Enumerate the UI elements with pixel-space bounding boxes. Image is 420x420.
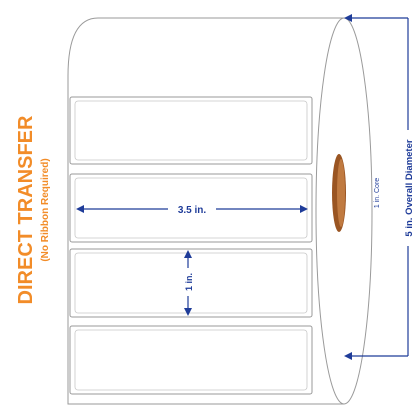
height-arrowhead-top: [184, 250, 192, 258]
core-size-text: 1 in. Core: [374, 178, 381, 208]
print-method-title: DIRECT TRANSFER: [15, 115, 37, 304]
height-arrowhead-bottom: [184, 308, 192, 316]
diameter-arrowhead-bottom: [344, 352, 352, 360]
label-rect-2: [69, 173, 313, 243]
width-arrowhead-right: [300, 205, 308, 213]
overall-diameter-text: 5 in. Overall Diameter: [404, 139, 415, 236]
label-width-text: 3.5 in.: [178, 205, 207, 216]
width-arrowhead-left: [76, 205, 84, 213]
label-rect-2-inner: [74, 177, 308, 239]
label-rect-4: [69, 325, 313, 395]
diameter-arrowhead-top: [344, 14, 352, 22]
roll-body-outline: [67, 17, 344, 405]
label-rect-3: [69, 248, 313, 318]
diameter-text-backing: [402, 130, 414, 246]
label-rect-4-inner: [74, 329, 308, 391]
core-inner: [337, 159, 345, 227]
label-rect-1: [69, 96, 313, 165]
label-height-text: 1 in.: [184, 273, 194, 291]
label-rect-3-inner: [74, 252, 308, 314]
label-rect-1-inner: [74, 100, 308, 161]
ribbon-note-text: (No Ribbon Required): [40, 158, 51, 261]
